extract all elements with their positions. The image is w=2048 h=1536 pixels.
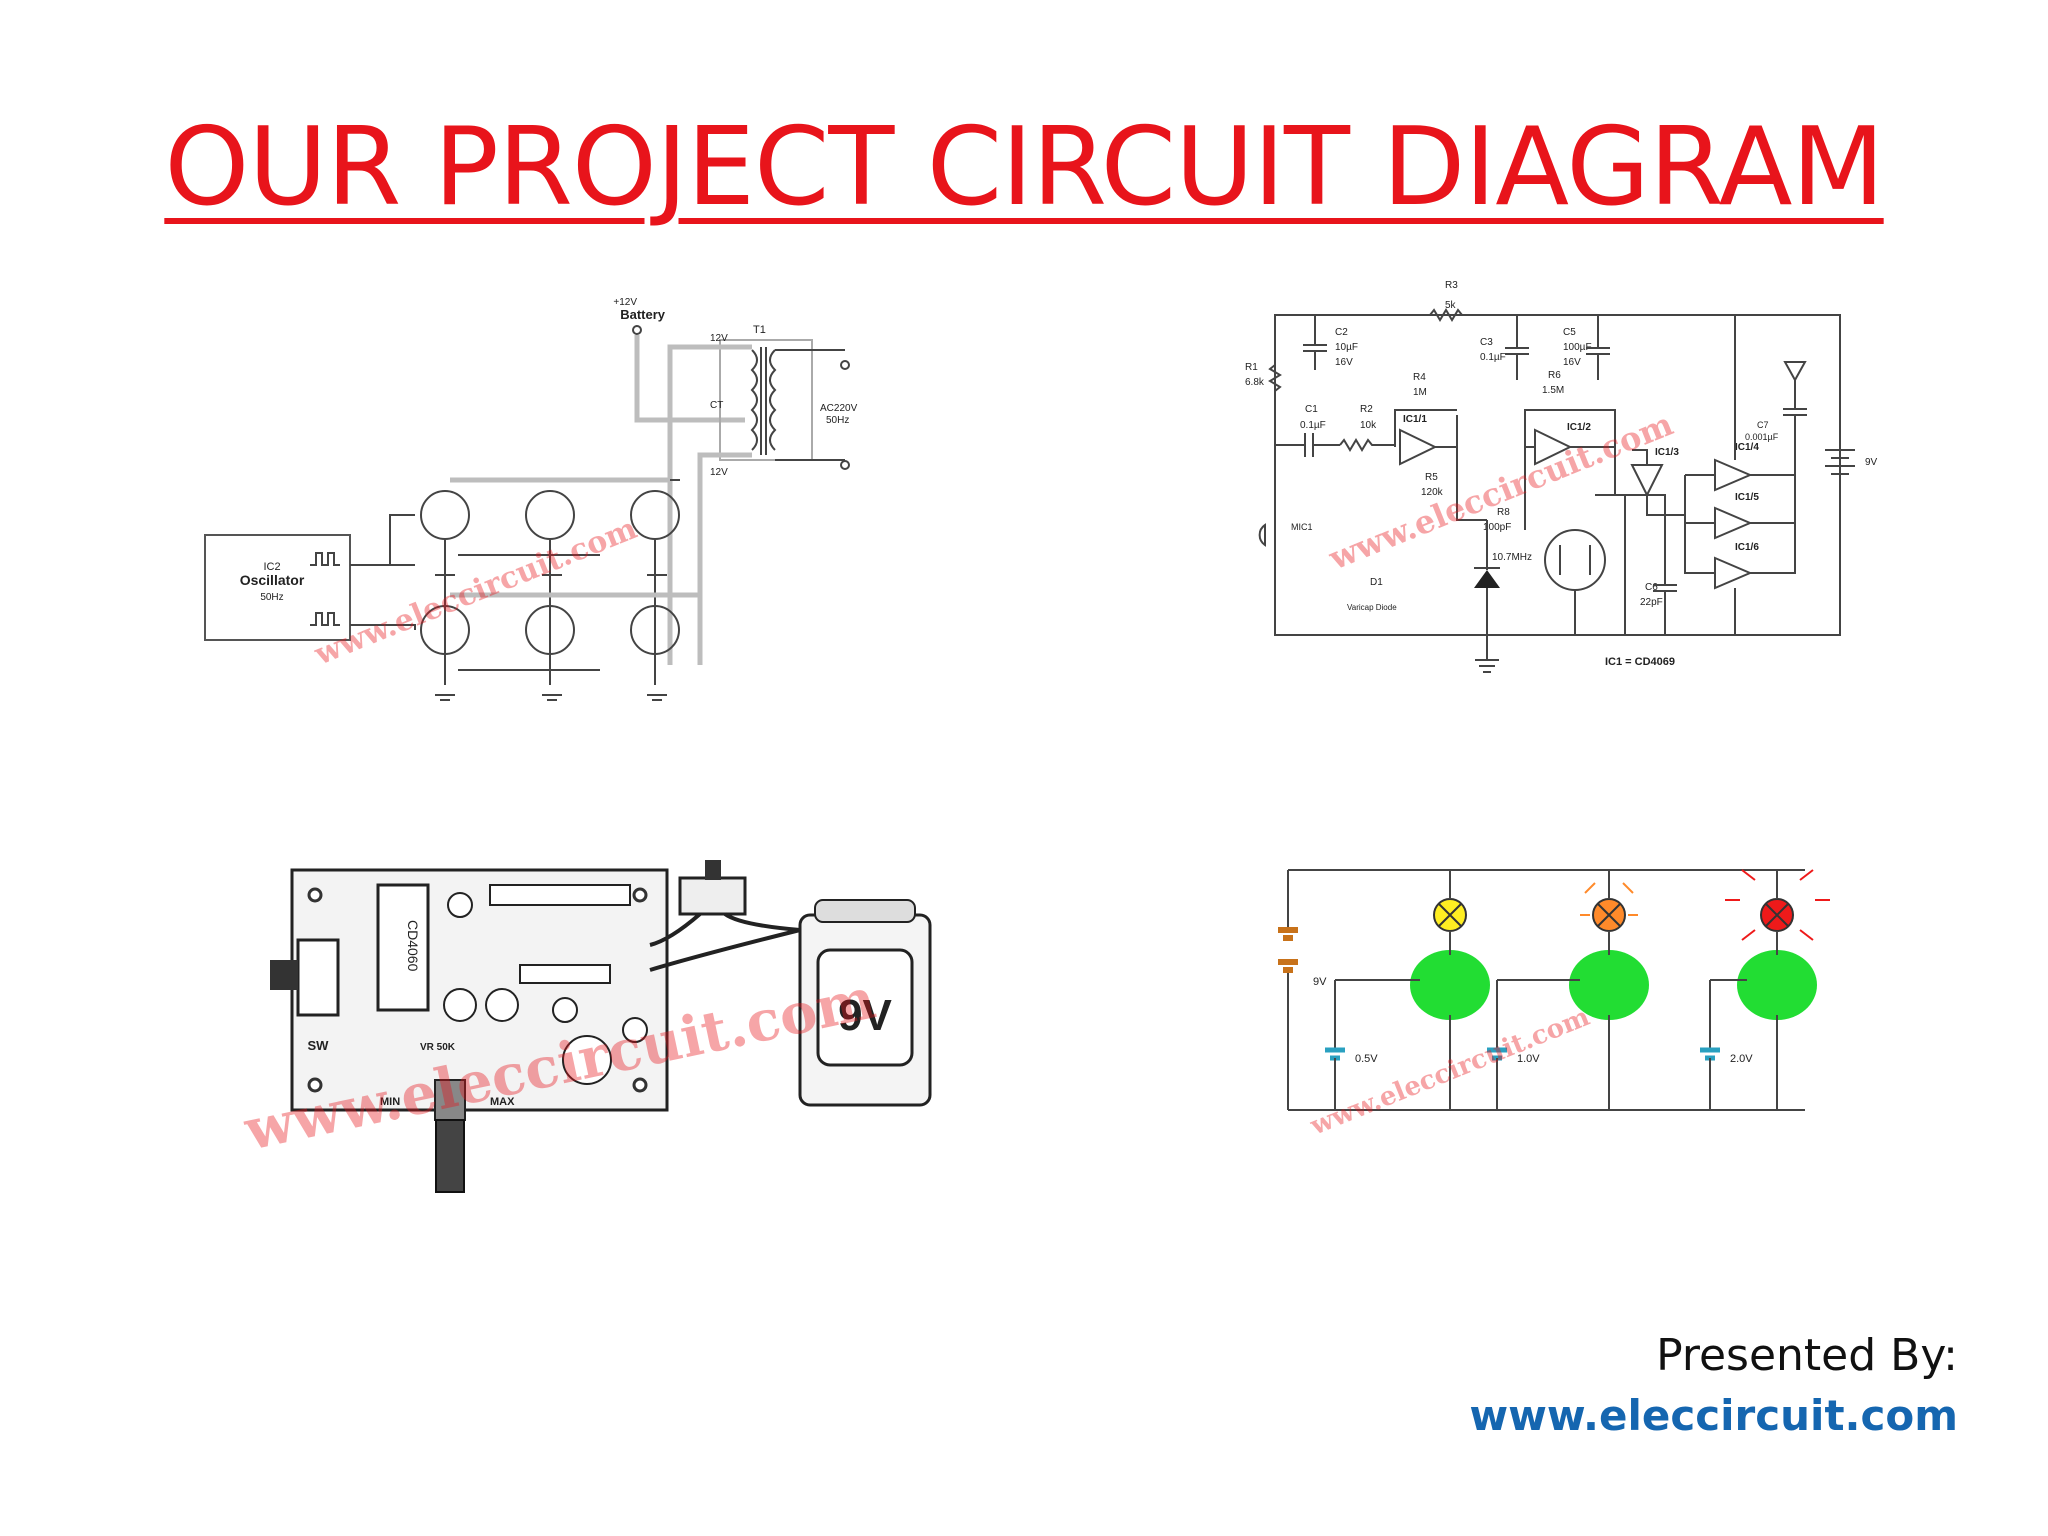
svg-text:9V: 9V	[1313, 976, 1327, 988]
svg-text:Battery: Battery	[620, 307, 666, 322]
svg-text:12V: 12V	[710, 467, 728, 478]
svg-text:12V: 12V	[710, 333, 728, 344]
svg-text:10k: 10k	[1360, 420, 1377, 431]
svg-text:100µF: 100µF	[1563, 342, 1592, 353]
svg-text:50Hz: 50Hz	[826, 415, 849, 426]
svg-text:CD4060: CD4060	[405, 920, 421, 972]
svg-text:5k: 5k	[1445, 300, 1457, 311]
page-title: OUR PROJECT CIRCUIT DIAGRAM	[164, 105, 1884, 230]
svg-text:120k: 120k	[1421, 487, 1444, 498]
svg-text:R5: R5	[1425, 472, 1438, 483]
svg-text:MIN: MIN	[380, 1096, 400, 1108]
svg-text:0.1µF: 0.1µF	[1480, 352, 1506, 363]
svg-text:0.001µF: 0.001µF	[1745, 432, 1779, 442]
svg-text:T1: T1	[753, 324, 766, 336]
svg-text:16V: 16V	[1335, 357, 1353, 368]
svg-text:C7: C7	[1757, 420, 1769, 430]
svg-text:6.8k: 6.8k	[1245, 377, 1265, 388]
svg-text:IC1 = CD4069: IC1 = CD4069	[1605, 656, 1675, 668]
svg-text:R6: R6	[1548, 370, 1561, 381]
svg-text:R8: R8	[1497, 507, 1510, 518]
svg-text:2.0V: 2.0V	[1730, 1053, 1753, 1065]
svg-text:MAX: MAX	[490, 1096, 515, 1108]
svg-text:Oscillator: Oscillator	[240, 572, 305, 588]
svg-text:IC1/3: IC1/3	[1655, 447, 1679, 458]
inverter-diagram: +12V Battery T1 12V CT 12V AC220V 50Hz I…	[200, 285, 880, 715]
svg-text:C2: C2	[1335, 327, 1348, 338]
svg-text:AC220V: AC220V	[820, 403, 858, 414]
svg-text:1M: 1M	[1413, 387, 1427, 398]
svg-text:10.7MHz: 10.7MHz	[1492, 552, 1532, 563]
svg-text:Varicap Diode: Varicap Diode	[1347, 603, 1397, 612]
svg-text:1.0V: 1.0V	[1517, 1053, 1540, 1065]
svg-text:MIC1: MIC1	[1291, 522, 1313, 532]
svg-text:IC1/4: IC1/4	[1735, 442, 1759, 453]
svg-text:IC1/1: IC1/1	[1403, 414, 1427, 425]
svg-text:IC1/6: IC1/6	[1735, 542, 1759, 553]
svg-text:IC1/2: IC1/2	[1567, 422, 1591, 433]
svg-text:100pF: 100pF	[1483, 522, 1511, 533]
svg-text:www.eleccircuit.com: www.eleccircuit.com	[309, 511, 642, 673]
pcb-diagram: CD4060 SW MIN MAX VR 50K 9V www.eleccirc…	[238, 850, 940, 1200]
led-indicator-diagram: 9V 0.5V 1.0V 2.0V www.eleccircuit.c	[1255, 855, 1855, 1155]
svg-text:+12V: +12V	[613, 297, 637, 308]
svg-text:R2: R2	[1360, 404, 1373, 415]
svg-text:C1: C1	[1305, 404, 1318, 415]
svg-text:9V: 9V	[838, 991, 892, 1040]
svg-text:22pF: 22pF	[1640, 597, 1663, 608]
svg-text:9V: 9V	[1865, 457, 1878, 468]
fm-transmitter-diagram: R3 5k C2 10µF 16V C3 0.1µF C5 100µF 16V …	[1235, 270, 1878, 680]
svg-text:16V: 16V	[1563, 357, 1581, 368]
svg-text:SW: SW	[308, 1038, 330, 1053]
svg-text:C5: C5	[1563, 327, 1576, 338]
svg-text:10µF: 10µF	[1335, 342, 1358, 353]
website-link[interactable]: www.eleccircuit.com	[1469, 1391, 1958, 1440]
svg-text:R4: R4	[1413, 372, 1426, 383]
svg-text:IC2: IC2	[263, 561, 280, 573]
svg-text:R1: R1	[1245, 362, 1258, 373]
svg-text:IC1/5: IC1/5	[1735, 492, 1759, 503]
svg-text:R3: R3	[1445, 280, 1458, 291]
presented-by-label: Presented By:	[1656, 1330, 1958, 1381]
presenter-info: Presented By: www.eleccircuit.com	[1469, 1330, 1958, 1440]
svg-text:VR 50K: VR 50K	[420, 1042, 456, 1053]
svg-text:1.5M: 1.5M	[1542, 385, 1564, 396]
svg-text:CT: CT	[710, 400, 723, 411]
svg-text:D1: D1	[1370, 577, 1383, 588]
svg-text:0.1µF: 0.1µF	[1300, 420, 1326, 431]
svg-text:C6: C6	[1645, 582, 1658, 593]
svg-text:0.5V: 0.5V	[1355, 1053, 1378, 1065]
svg-text:50Hz: 50Hz	[260, 592, 283, 603]
svg-text:C3: C3	[1480, 337, 1493, 348]
